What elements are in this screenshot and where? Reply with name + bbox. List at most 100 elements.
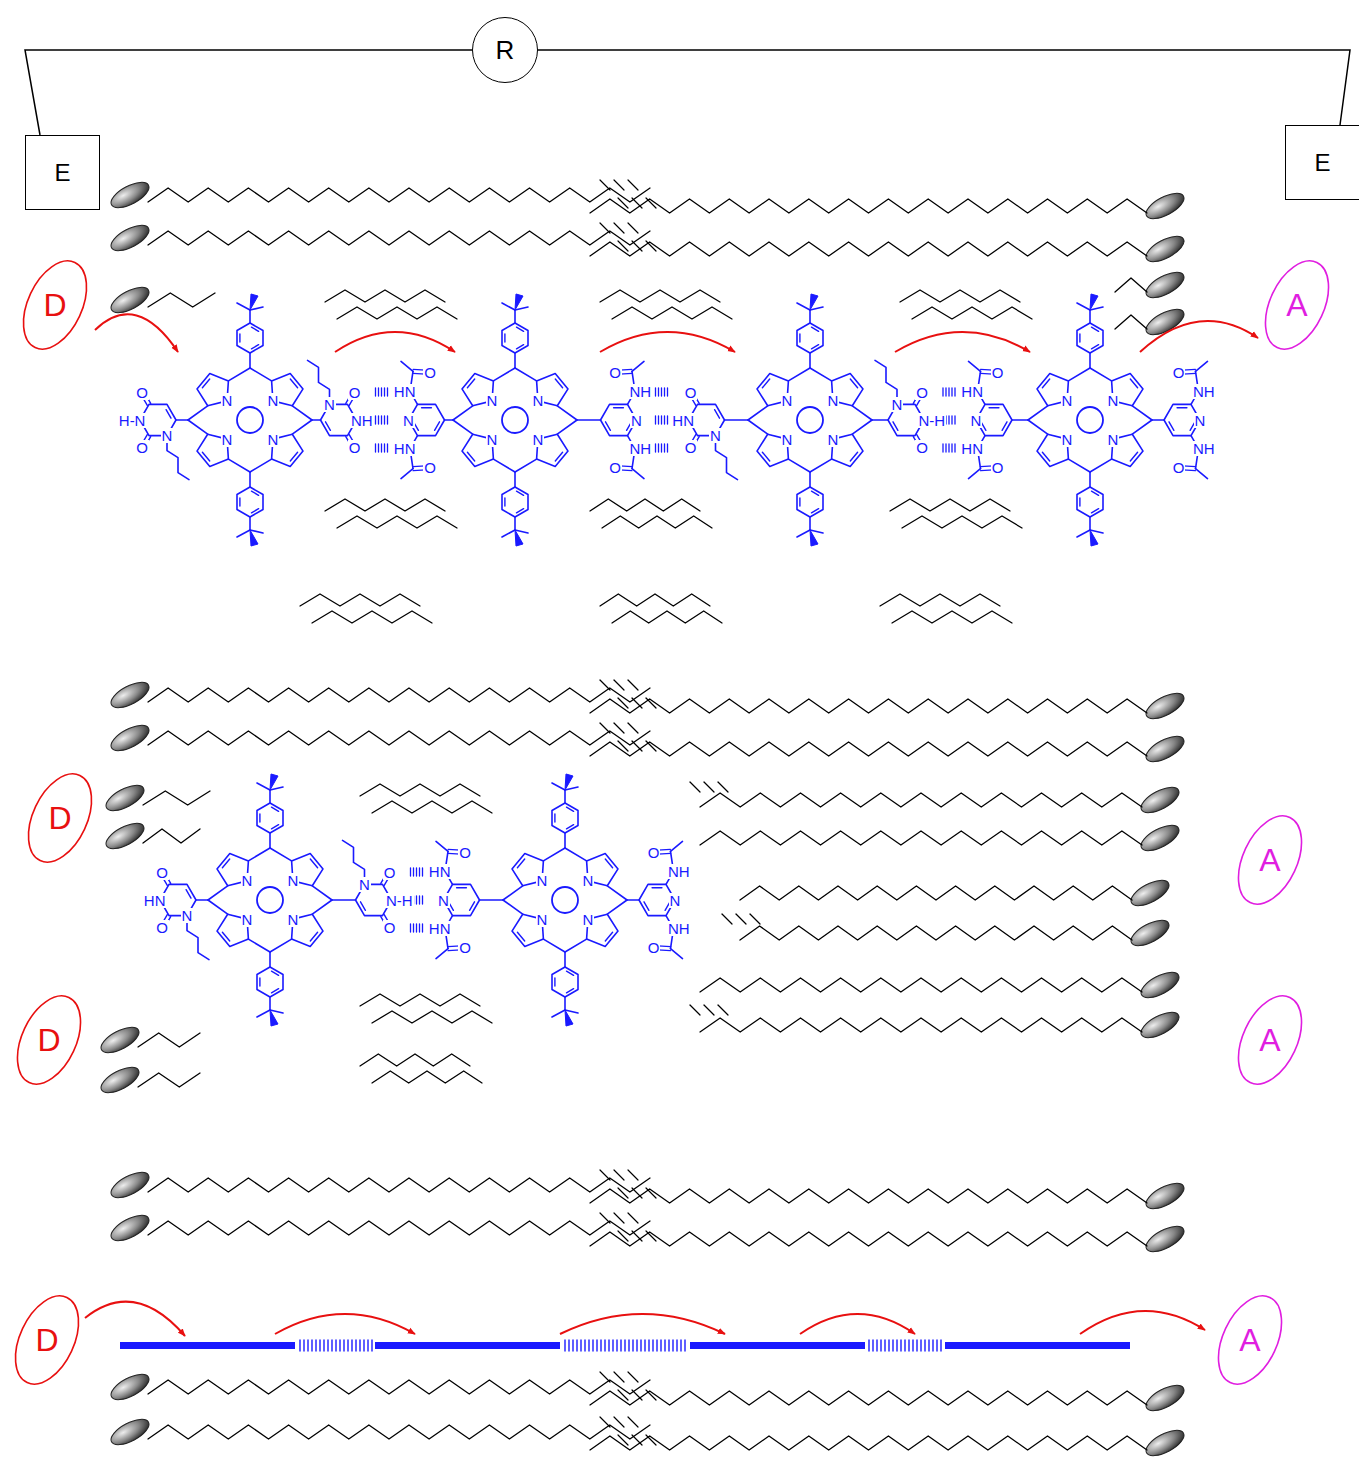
hydrogen-bond <box>416 896 417 904</box>
ring-double-bond <box>290 379 297 388</box>
bond <box>502 530 515 537</box>
bond <box>564 833 566 848</box>
hydrogen-bond <box>416 868 417 876</box>
ring-double-bond <box>252 509 259 513</box>
atom-label: N <box>1107 393 1120 408</box>
bond <box>445 419 454 421</box>
atom-label: O <box>458 845 472 860</box>
hydrogen-bond <box>951 388 952 396</box>
ring-double-bond <box>812 509 819 513</box>
bond <box>493 459 515 472</box>
hydrogen-bond <box>311 1340 312 1351</box>
bond <box>436 841 448 851</box>
atom-label: HN <box>960 384 984 399</box>
lipid-head <box>107 177 153 213</box>
double-bond-mark <box>628 723 638 733</box>
double-bond-mark <box>600 1213 610 1223</box>
hydrogen-bond <box>371 1340 372 1351</box>
double-bond-mark <box>614 1372 624 1382</box>
wedge-bond <box>810 530 818 546</box>
ring-double-bond <box>762 379 769 388</box>
hydrogen-bond <box>658 416 659 424</box>
wedge-bond <box>270 1010 278 1026</box>
atom-label: NH <box>667 864 691 879</box>
node-label: D <box>37 1024 60 1056</box>
hydrogen-bond <box>948 416 949 424</box>
donor-oval: D <box>25 768 95 868</box>
ring-double-bond <box>850 379 857 388</box>
ring-double-bond <box>166 410 171 419</box>
atom-label: N <box>582 912 595 927</box>
atom-label: N <box>221 432 234 447</box>
atom-label: N <box>536 912 549 927</box>
node-label: A <box>1259 844 1280 876</box>
bond <box>515 459 537 472</box>
hydrogen-bond <box>904 1340 905 1351</box>
hydrogen-bond <box>335 1340 336 1351</box>
hydrogen-bond <box>315 1340 316 1351</box>
hydrogen-bond <box>381 388 382 396</box>
ring <box>552 803 578 833</box>
double-bond-mark <box>632 198 642 208</box>
double-bond-mark <box>646 1188 656 1198</box>
hydrogen-bond <box>945 388 946 396</box>
double-bond-mark <box>614 180 624 190</box>
bond <box>1068 368 1090 381</box>
alkyl-chain <box>148 293 215 307</box>
ring-double-bond <box>272 807 279 811</box>
double-bond-mark <box>614 680 624 690</box>
lipid-head <box>102 780 148 816</box>
transfer-arrow <box>275 1314 415 1334</box>
alkyl-chain <box>700 793 1142 807</box>
hydrogen-bond <box>331 1340 332 1351</box>
ring-double-bond <box>517 345 524 349</box>
bond <box>269 952 271 967</box>
hydrogen-bond <box>664 444 665 452</box>
hydrogen-bond <box>942 444 943 452</box>
hydrogen-bond <box>600 1340 601 1351</box>
atom-label: HN <box>960 441 984 456</box>
alkyl-chain <box>148 188 650 202</box>
hydrogen-bond <box>299 1340 300 1351</box>
bond <box>270 848 292 861</box>
bond <box>401 469 413 479</box>
lipid-head <box>107 677 153 713</box>
atom-label: N <box>181 908 194 923</box>
atom-label: N <box>486 393 499 408</box>
bond <box>852 420 872 434</box>
hydrogen-bond <box>954 388 955 396</box>
hydrogen-bond <box>375 388 376 396</box>
wedge-bond <box>565 1010 573 1026</box>
alkyl-chain <box>902 516 1022 528</box>
atom-label: N <box>709 428 722 443</box>
ring <box>237 323 263 353</box>
lipid-head <box>107 220 153 256</box>
hydrogen-bond <box>684 1340 685 1351</box>
hydrogen-bond <box>942 388 943 396</box>
ring-double-bond <box>1177 407 1187 408</box>
bond <box>577 419 601 421</box>
ring-double-bond <box>799 334 800 342</box>
atom-label: O <box>684 440 698 455</box>
double-bond-mark <box>628 223 638 233</box>
double-bond-mark <box>628 1213 638 1223</box>
hydrogen-bond <box>363 1340 364 1351</box>
bond <box>607 886 627 900</box>
double-bond-mark <box>704 1005 714 1015</box>
hydrogen-bond <box>940 1340 941 1351</box>
double-bond-mark <box>646 1390 656 1400</box>
hydrogen-bond <box>319 1340 320 1351</box>
electrode-box: E <box>25 135 100 210</box>
alkyl-chain <box>337 516 457 528</box>
bond <box>671 841 683 851</box>
lipid-head <box>1142 231 1188 267</box>
node-label: D <box>35 1324 58 1356</box>
double-bond-mark <box>614 1170 624 1180</box>
atom-label: N-H <box>918 413 947 428</box>
alkyl-chain <box>360 1054 470 1066</box>
atom-label: N <box>891 397 904 412</box>
atom-label: N <box>323 397 336 412</box>
circuit-wire <box>538 50 1350 125</box>
bond <box>552 783 565 790</box>
